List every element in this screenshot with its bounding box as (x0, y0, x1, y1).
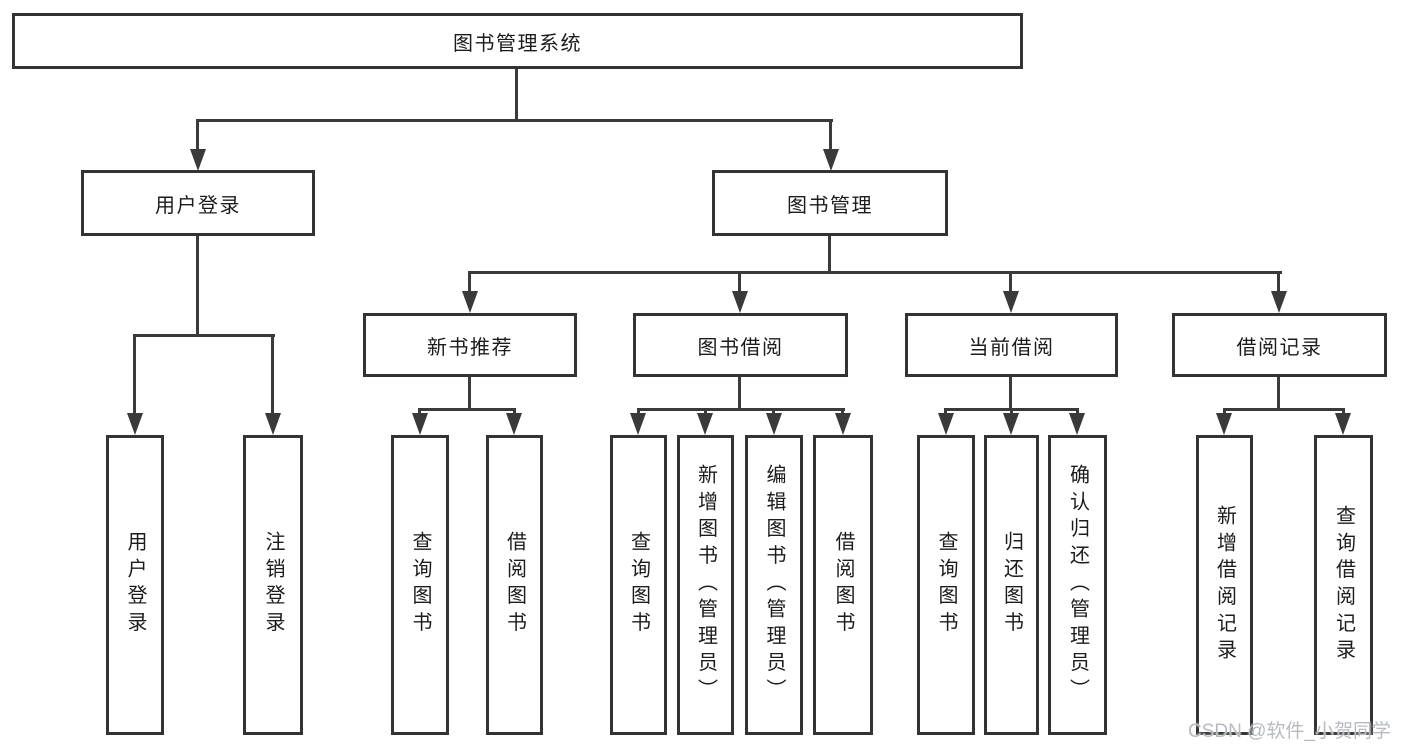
arrowhead-leaf (412, 413, 428, 435)
leaf-borrow-books-recommend: 借阅图书 (486, 435, 543, 735)
node-new-book-recommend: 新书推荐 (363, 313, 577, 377)
leaf-label: 归还图书 (1000, 531, 1023, 639)
node-label: 新书推荐 (427, 336, 513, 359)
connector-group4-stem (1277, 377, 1280, 410)
csdn-watermark: CSDN @软件_小贺同学 (1188, 721, 1391, 742)
connector-login-rail (133, 334, 275, 337)
connector-group1-stem (468, 377, 471, 410)
leaf-label: 查询借阅记录 (1332, 504, 1355, 666)
connector-login-split-stem (196, 236, 199, 336)
connector-level2-rail (468, 271, 1282, 274)
leaf-edit-books-admin: 编辑图书（管理员） (745, 435, 803, 735)
connector-group2-rail (637, 408, 845, 411)
arrowhead-group (462, 291, 478, 313)
connector-leaf-drop (133, 334, 136, 416)
node-book-borrow: 图书借阅 (633, 313, 848, 377)
arrowhead-group (732, 291, 748, 313)
connector-leaf-drop (772, 408, 775, 417)
node-borrow-records: 借阅记录 (1172, 313, 1387, 377)
connector-leaf-drop (513, 408, 516, 417)
connector-group1-rail (418, 408, 516, 411)
node-label: 借阅记录 (1236, 336, 1323, 359)
leaf-borrow-books: 借阅图书 (813, 435, 873, 735)
arrowhead-leaf (766, 413, 782, 435)
leaf-label: 确认归还（管理员） (1066, 464, 1089, 706)
node-label: 当前借阅 (968, 336, 1055, 359)
connector-group4-rail (1223, 408, 1345, 411)
leaf-query-borrow-record: 查询借阅记录 (1314, 435, 1373, 735)
node-label: 用户登录 (155, 194, 241, 217)
leaf-add-books-admin: 新增图书（管理员） (677, 435, 734, 735)
arrowhead-leaf (835, 413, 851, 435)
leaf-label: 查询图书 (627, 531, 650, 639)
connector-level1-rail (196, 119, 833, 122)
arrowhead-leaf (938, 413, 954, 435)
leaf-label: 用户登录 (124, 531, 146, 639)
connector-leaf-drop (841, 408, 844, 417)
arrowhead-leaf (1216, 413, 1232, 435)
connector-leaf-drop (1010, 408, 1013, 417)
arrowhead-leaf (265, 413, 281, 435)
node-current-borrow: 当前借阅 (905, 313, 1118, 377)
connector-root-stem (515, 69, 518, 121)
arrowhead-book-mgmt (823, 149, 839, 171)
leaf-label: 注销登录 (262, 531, 284, 639)
leaf-label: 查询图书 (409, 531, 431, 639)
connector-leaf-drop (944, 408, 947, 417)
arrowhead-leaf (1335, 413, 1351, 435)
leaf-logout: 注销登录 (243, 435, 303, 735)
arrowhead-leaf (630, 413, 646, 435)
connector-leaf-drop (1223, 408, 1226, 417)
node-system-root: 图书管理系统 (12, 13, 1023, 69)
connector-group3-stem (1009, 377, 1012, 410)
connector-leaf-drop (637, 408, 640, 417)
arrowhead-leaf (1069, 413, 1085, 435)
connector-mgmt-split-stem (828, 236, 831, 274)
connector-user-login-drop (196, 119, 199, 151)
leaf-query-books-recommend: 查询图书 (391, 435, 449, 735)
leaf-label: 借阅图书 (503, 531, 526, 639)
leaf-label: 编辑图书（管理员） (763, 464, 785, 706)
leaf-user-login: 用户登录 (106, 435, 164, 735)
connector-leaf-drop (1076, 408, 1079, 417)
node-label: 图书管理系统 (453, 32, 582, 55)
connector-leaf-drop (418, 408, 421, 417)
connector-group-drop (1009, 271, 1012, 293)
arrowhead-leaf (1003, 413, 1019, 435)
connector-group2-stem (738, 377, 741, 410)
arrowhead-user-login (190, 149, 206, 171)
connector-group-drop (1277, 271, 1280, 293)
arrowhead-group (1271, 291, 1287, 313)
node-label: 图书借阅 (697, 336, 784, 359)
leaf-add-borrow-record: 新增借阅记录 (1196, 435, 1253, 735)
connector-group-drop (468, 271, 471, 293)
connector-leaf-drop (271, 334, 274, 416)
connector-book-mgmt-drop (829, 119, 832, 151)
leaf-label: 新增图书（管理员） (694, 464, 717, 706)
leaf-query-books-current: 查询图书 (917, 435, 975, 735)
arrowhead-leaf (127, 413, 143, 435)
node-label: 图书管理 (787, 194, 873, 217)
leaf-return-books: 归还图书 (984, 435, 1039, 735)
leaf-label: 借阅图书 (832, 531, 854, 639)
connector-leaf-drop (704, 408, 707, 417)
arrowhead-leaf (697, 413, 713, 435)
connector-leaf-drop (1342, 408, 1345, 417)
node-user-login-branch: 用户登录 (81, 170, 315, 236)
leaf-query-books-borrow: 查询图书 (610, 435, 667, 735)
arrowhead-leaf (506, 413, 522, 435)
node-book-management-branch: 图书管理 (712, 170, 948, 236)
arrowhead-group (1003, 291, 1019, 313)
connector-group-drop (738, 271, 741, 293)
leaf-label: 查询图书 (935, 531, 957, 639)
leaf-label: 新增借阅记录 (1213, 504, 1236, 666)
leaf-confirm-return-admin: 确认归还（管理员） (1048, 435, 1107, 735)
